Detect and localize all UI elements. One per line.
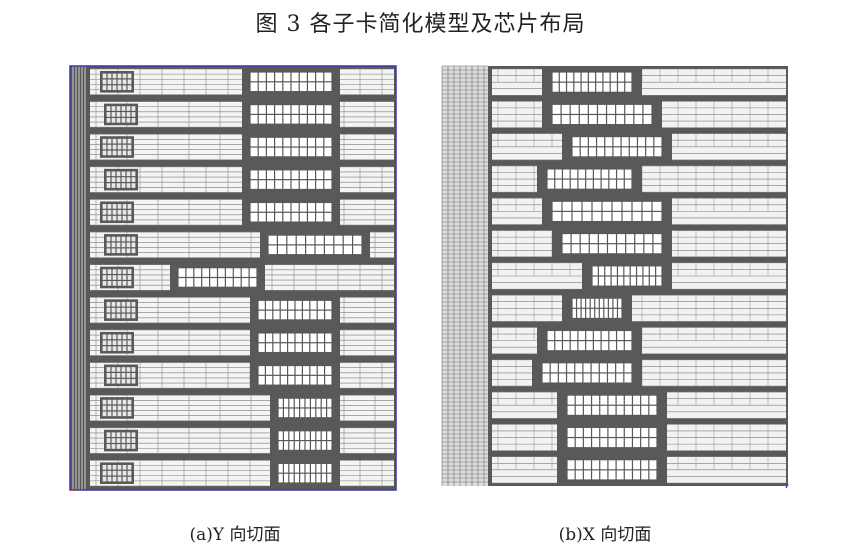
chip-region (542, 98, 662, 131)
chip-region (557, 421, 667, 454)
x-cross-section-panel (440, 64, 790, 488)
chip-region (537, 324, 642, 357)
chip-region (537, 162, 642, 196)
chip-region (532, 356, 642, 390)
chip-region (552, 227, 672, 260)
caption-y-section: (a)Y 向切面 (189, 525, 281, 545)
chip-region (270, 457, 340, 490)
y-cross-section-panel (68, 64, 398, 492)
chip-region (242, 163, 340, 197)
chip-region (562, 292, 632, 325)
chip-region (557, 389, 667, 422)
chip-region (250, 294, 340, 327)
chip-region (562, 130, 672, 163)
y-cross-section-mesh (69, 65, 397, 491)
chip-region (270, 424, 340, 458)
chip-region (242, 196, 340, 230)
panel-frame (69, 65, 397, 491)
chip-region (557, 453, 667, 486)
chip-region (582, 259, 672, 293)
chip-region (542, 195, 672, 228)
chip-region (250, 359, 340, 393)
x-cross-section-mesh (441, 65, 789, 488)
chip-region (242, 98, 340, 132)
chip-region (242, 131, 340, 164)
chip-region (242, 66, 340, 99)
chip-region (270, 392, 340, 425)
caption-x-section: (b)X 向切面 (558, 525, 652, 545)
figure-title: 图 3 各子卡简化模型及芯片布局 (255, 12, 586, 37)
chip-region (542, 66, 642, 99)
chip-region (250, 326, 340, 360)
chip-region (170, 261, 265, 295)
chip-region (260, 229, 370, 262)
